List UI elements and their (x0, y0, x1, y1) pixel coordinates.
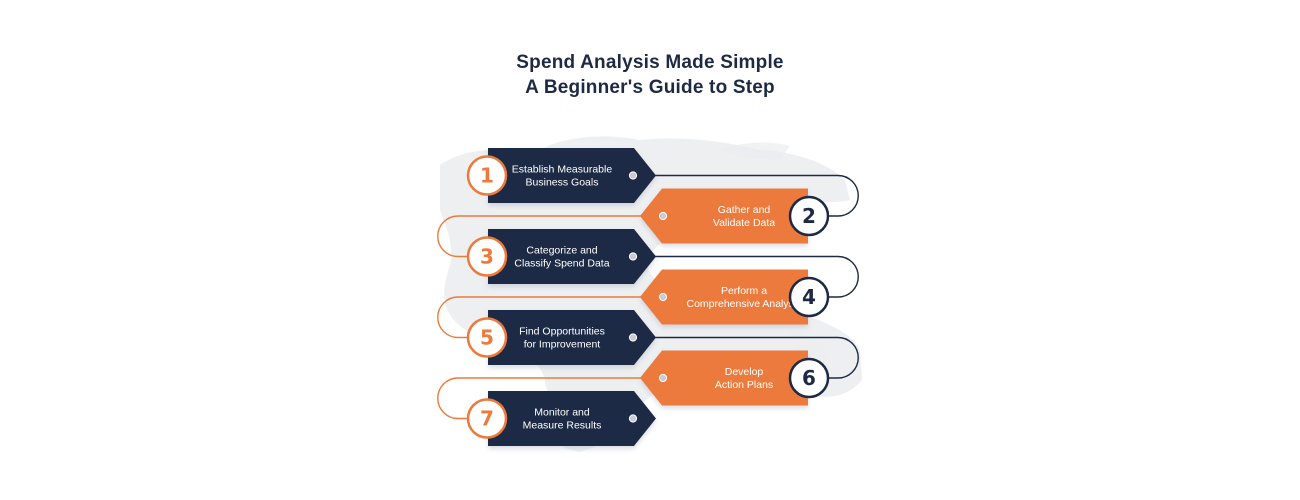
step-2-connector-dot (658, 211, 668, 221)
step-6-label-line1: Develop (725, 366, 764, 378)
step-1-label-line2: Business Goals (526, 177, 599, 189)
step-3-number: 3 (480, 245, 494, 269)
step-5-label-line2: for Improvement (524, 339, 601, 351)
step-6-tag (640, 350, 808, 406)
connector-4-to-5 (437, 296, 660, 339)
step-7-connector-dot (628, 414, 638, 423)
connector-5-to-6 (636, 336, 859, 379)
step-4-badge (788, 276, 830, 318)
step-7-tag (488, 391, 656, 446)
step-7-label-line1: Monitor and (534, 407, 590, 419)
step-2-badge (788, 195, 830, 237)
step-2-tag (640, 188, 808, 244)
step-5-tag (488, 310, 656, 365)
step-6-label-line2: Action Plans (715, 379, 773, 391)
step-5-label-line1: Find Opportunities (519, 326, 605, 338)
step-3-label-line1: Categorize and (526, 245, 597, 257)
connectors (437, 174, 859, 420)
step-2-number: 2 (802, 204, 816, 228)
step-6-connector-dot (658, 373, 668, 383)
step-5-number: 5 (480, 326, 494, 350)
step-3-badge (466, 236, 508, 277)
step-1-label-line1: Establish Measurable (512, 164, 613, 176)
connector-3-to-4 (636, 255, 859, 298)
title-line-2: A Beginner's Guide to Step (525, 77, 775, 98)
step-4-tag (640, 269, 808, 325)
step-3-connector-dot (628, 252, 638, 261)
step-6-badge (788, 357, 830, 399)
step-4-number: 4 (802, 285, 816, 309)
step-6-number: 6 (802, 366, 816, 390)
step-2-label-line1: Gather and (718, 204, 771, 216)
step-7-badge (466, 398, 508, 439)
step-1-number: 1 (480, 164, 494, 188)
connector-2-to-3 (437, 215, 660, 258)
step-5-badge (466, 317, 508, 358)
title-line-1: Spend Analysis Made Simple (516, 52, 784, 73)
step-3-label-line2: Classify Spend Data (514, 258, 609, 270)
step-4-label-line1: Perform a (721, 285, 767, 297)
step-4-connector-dot (658, 292, 668, 302)
step-1-connector-dot (628, 171, 638, 180)
connector-1-to-2 (636, 174, 859, 217)
connector-6-to-7 (437, 377, 660, 420)
step-1-tag (488, 148, 656, 203)
step-2-label-line2: Validate Data (713, 217, 775, 229)
step-1-badge (466, 155, 508, 196)
step-5-connector-dot (628, 333, 638, 342)
step-7-number: 7 (480, 407, 494, 431)
step-7-label-line2: Measure Results (523, 420, 602, 432)
step-3-tag (488, 229, 656, 284)
step-4-label-line2: Comprehensive Analysis (687, 298, 802, 310)
